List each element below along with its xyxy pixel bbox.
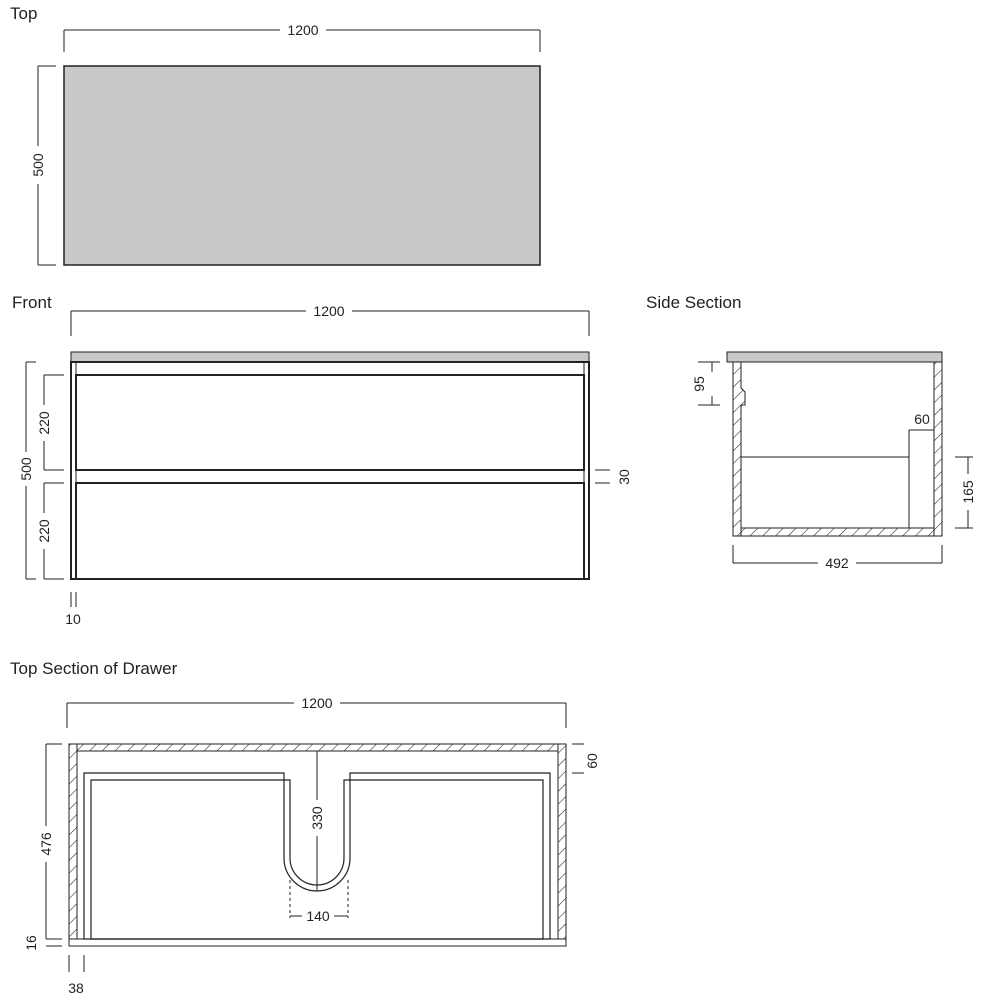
drawer-back-label: 60 bbox=[584, 753, 600, 769]
drawer-side-label: 38 bbox=[68, 980, 84, 996]
cutout-width-label: 140 bbox=[306, 908, 330, 924]
side-depth-dimension: 492 bbox=[732, 545, 943, 572]
back-gap-dimension: 60 bbox=[908, 411, 934, 457]
back-panel-section bbox=[933, 361, 943, 537]
front-view: Front 1200 500 220 bbox=[12, 293, 632, 627]
drawer-width-dimension: 1200 bbox=[66, 693, 567, 728]
left-side-hatched bbox=[68, 743, 78, 940]
front-side-dimension: 10 bbox=[65, 592, 81, 627]
upper-drawer-height-label: 220 bbox=[36, 411, 52, 435]
drawer-width-label: 1200 bbox=[301, 695, 332, 711]
front-width-label: 1200 bbox=[313, 303, 344, 319]
drawer-box-section bbox=[740, 456, 910, 529]
drawer-side-dimension: 38 bbox=[68, 955, 85, 996]
lower-drawer-front bbox=[75, 482, 585, 580]
inner-drawer-outline bbox=[83, 772, 551, 940]
front-width-dimension: 1200 bbox=[70, 301, 590, 336]
drawer-depth-dimension: 476 bbox=[37, 743, 62, 940]
top-width-dimension: 1200 bbox=[63, 20, 541, 52]
lip-dimension: 95 bbox=[691, 361, 722, 406]
side-depth-label: 492 bbox=[825, 555, 849, 571]
side-thickness-label: 10 bbox=[65, 611, 81, 627]
drawer-back-dimension: 60 bbox=[572, 743, 600, 774]
countertop-section bbox=[726, 351, 943, 363]
top-depth-label: 500 bbox=[30, 153, 46, 177]
lower-drawer-height-label: 220 bbox=[36, 519, 52, 543]
side-section-view: Side Section 95 60 165 bbox=[646, 293, 978, 572]
drawer-section-view: Top Section of Drawer 1200 330 bbox=[10, 659, 600, 996]
inner-drawer-wall bbox=[90, 779, 544, 940]
drawer-height-label: 165 bbox=[960, 480, 976, 504]
top-depth-dimension: 500 bbox=[28, 65, 56, 266]
front-height-label: 500 bbox=[18, 457, 34, 481]
top-view-title: Top bbox=[10, 4, 37, 23]
drawer-depth-label: 476 bbox=[38, 832, 54, 856]
front-gap-dimension: 30 bbox=[595, 469, 632, 485]
side-section-title: Side Section bbox=[646, 293, 741, 312]
drawer-gap-label: 30 bbox=[616, 469, 632, 485]
drawer-back-panel bbox=[76, 743, 559, 752]
front-view-title: Front bbox=[12, 293, 52, 312]
countertop-front bbox=[70, 351, 590, 363]
drawer-front-dimension: 16 bbox=[23, 935, 62, 951]
front-height-dimensions: 500 220 220 bbox=[17, 361, 64, 580]
top-width-label: 1200 bbox=[287, 22, 318, 38]
drawer-front-label: 16 bbox=[23, 935, 39, 951]
bottom-panel-section bbox=[740, 527, 935, 537]
back-gap-label: 60 bbox=[914, 411, 930, 427]
front-panel-section bbox=[732, 361, 746, 537]
top-view: Top 1200 500 bbox=[10, 4, 541, 266]
countertop-plan bbox=[63, 65, 541, 266]
cutout-depth-label: 330 bbox=[309, 806, 325, 830]
cutout-depth-dimension: 330 bbox=[309, 751, 327, 891]
upper-drawer-front bbox=[75, 374, 585, 471]
drawer-section-title: Top Section of Drawer bbox=[10, 659, 178, 678]
lip-label: 95 bbox=[691, 376, 707, 392]
drawer-height-dimension: 165 bbox=[955, 456, 978, 529]
right-side-hatched bbox=[557, 743, 567, 940]
cutout-width-dimension: 140 bbox=[289, 880, 349, 926]
